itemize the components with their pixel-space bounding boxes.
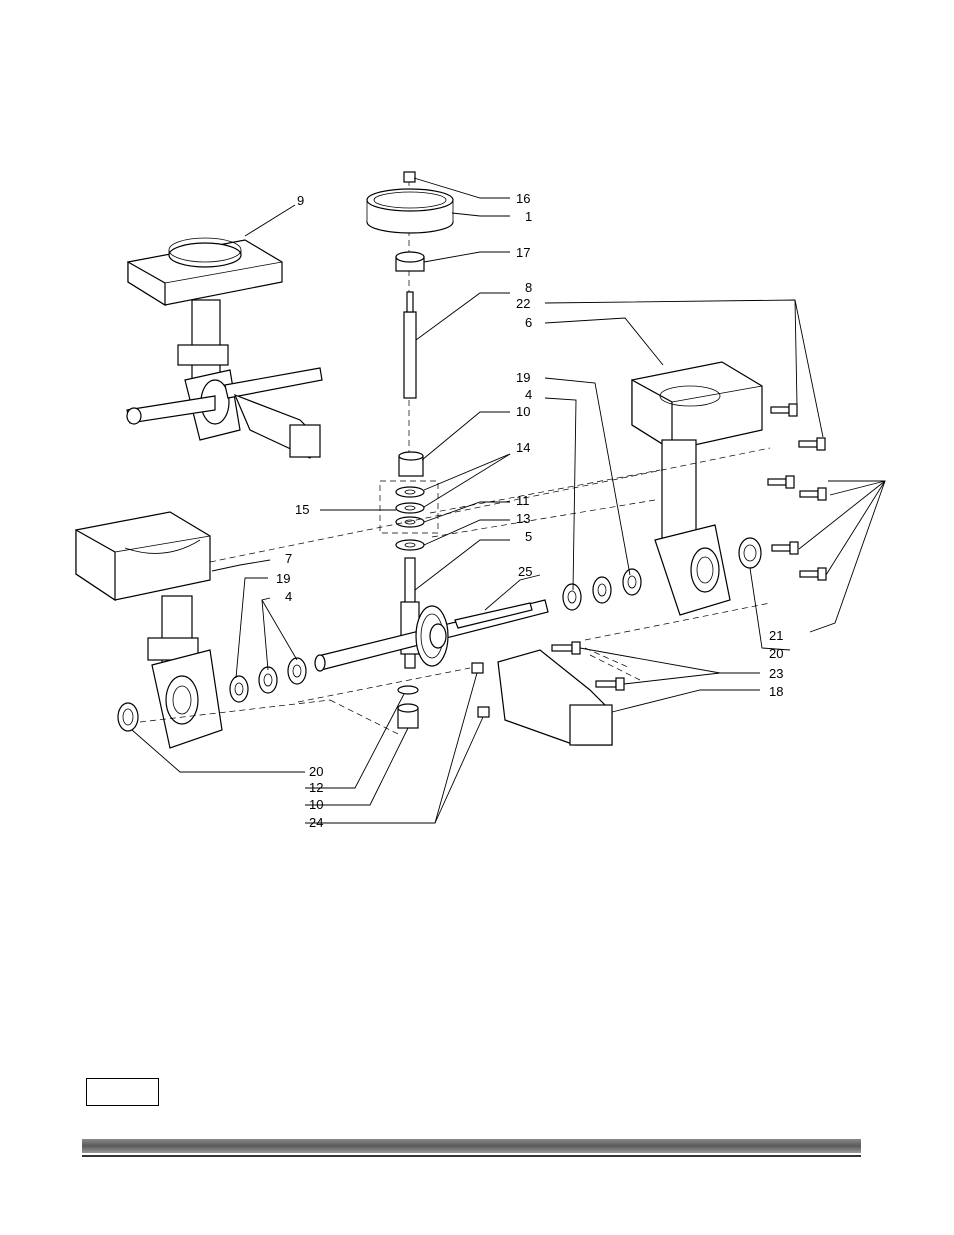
reference-box bbox=[86, 1078, 159, 1106]
callout-14: 14 bbox=[516, 440, 530, 455]
callout-1: 1 bbox=[525, 209, 532, 224]
callout-labels: 16 1 9 17 8 22 6 19 4 10 14 15 11 13 5 7… bbox=[276, 191, 783, 830]
assembled-housing-view bbox=[126, 237, 323, 459]
leader-lines bbox=[131, 177, 886, 824]
footer-bar bbox=[82, 1139, 861, 1153]
callout-21: 21 bbox=[769, 628, 783, 643]
washer-group-box bbox=[379, 480, 439, 534]
callout-4-upper: 4 bbox=[525, 387, 532, 402]
vertical-shaft-stack bbox=[366, 171, 454, 729]
callout-8: 8 bbox=[525, 280, 532, 295]
callout-15: 15 bbox=[295, 502, 309, 517]
right-housing bbox=[562, 361, 763, 616]
callout-19-lower: 19 bbox=[276, 571, 290, 586]
callout-19-upper: 19 bbox=[516, 370, 530, 385]
callout-18: 18 bbox=[769, 684, 783, 699]
axle-and-gear bbox=[314, 599, 549, 672]
callout-20-left: 20 bbox=[309, 764, 323, 779]
callout-22: 22 bbox=[516, 296, 530, 311]
callout-7: 7 bbox=[285, 551, 292, 566]
bolts bbox=[551, 403, 827, 691]
callout-24: 24 bbox=[309, 815, 323, 830]
assembly-lines bbox=[139, 447, 771, 736]
footer-rule bbox=[82, 1155, 861, 1157]
left-housing bbox=[75, 511, 307, 749]
callout-9: 9 bbox=[297, 193, 304, 208]
callout-4-lower: 4 bbox=[285, 589, 292, 604]
callout-20-right: 20 bbox=[769, 646, 783, 661]
callout-17: 17 bbox=[516, 245, 530, 260]
callout-10-lower: 10 bbox=[309, 797, 323, 812]
callout-11: 11 bbox=[516, 493, 530, 508]
callout-5: 5 bbox=[525, 529, 532, 544]
callout-25: 25 bbox=[518, 564, 532, 579]
callout-6: 6 bbox=[525, 315, 532, 330]
bracket-and-nuts bbox=[471, 649, 613, 746]
callout-16: 16 bbox=[516, 191, 530, 206]
callout-13: 13 bbox=[516, 511, 530, 526]
callout-10-upper: 10 bbox=[516, 404, 530, 419]
callout-23: 23 bbox=[769, 666, 783, 681]
callout-12: 12 bbox=[309, 780, 323, 795]
